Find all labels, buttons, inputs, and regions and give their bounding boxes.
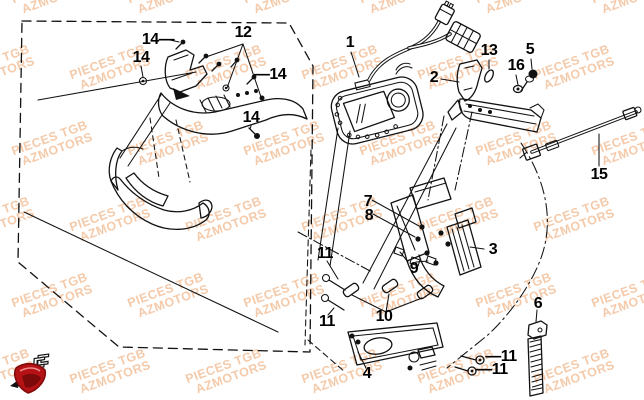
oring-13-drawing xyxy=(484,69,494,83)
part-callout-label: 8 xyxy=(364,207,374,224)
part-callout-label: 2 xyxy=(429,69,439,86)
part-callout-label: 11 xyxy=(317,245,333,262)
bolt-5-drawing xyxy=(520,69,538,92)
part-callout-label: 15 xyxy=(590,166,608,183)
panel-bracket-assembly-drawing xyxy=(390,177,482,298)
front-garnish-drawing xyxy=(108,146,213,230)
front-direction-marker: F F xyxy=(10,349,52,394)
part-callout-label: —14 xyxy=(253,66,287,83)
part-callout-label: 5 xyxy=(525,41,535,58)
part-callout-label: 16 xyxy=(507,57,525,74)
part-callout-label: 14— xyxy=(141,31,175,48)
part-callout-label: 1 xyxy=(345,34,355,51)
red-shield-icon xyxy=(14,362,47,394)
part-callout-label: 9 xyxy=(409,260,419,277)
part-callout-label: 7 xyxy=(363,193,373,210)
callout-leader-lines xyxy=(326,51,600,369)
speedometer-drawing xyxy=(330,76,424,145)
part-callout-label: 14 xyxy=(132,49,150,66)
part-callout-label: 12 xyxy=(234,24,252,41)
part-callout-label: 14 xyxy=(242,109,260,126)
meter-stay-bracket-drawing xyxy=(447,59,545,133)
part-callout-label: 3 xyxy=(488,241,498,258)
part-callout-label: 11 xyxy=(319,313,335,330)
part-callout-label: —11 xyxy=(476,361,508,378)
part-callout-label: 6 xyxy=(533,295,543,312)
rubber-strip-drawing xyxy=(527,320,548,397)
meter-visor-bracket-drawing xyxy=(138,39,308,139)
part-callout-label: —11 xyxy=(485,348,517,365)
speedo-cable-drawing xyxy=(519,106,642,161)
standoff-clips-drawing xyxy=(342,278,434,313)
boundary-box-outline xyxy=(17,20,314,353)
part-callout-label: 13 xyxy=(480,42,498,59)
small-connector-icon xyxy=(434,0,455,26)
phantom-centerlines xyxy=(23,71,548,373)
large-connector-icon xyxy=(445,21,481,53)
bolt-icons-11 xyxy=(320,273,485,376)
part-callout-label: 10 xyxy=(375,308,393,325)
wiring-harness-drawing xyxy=(367,0,481,82)
part-callout-label: 4 xyxy=(362,365,372,382)
